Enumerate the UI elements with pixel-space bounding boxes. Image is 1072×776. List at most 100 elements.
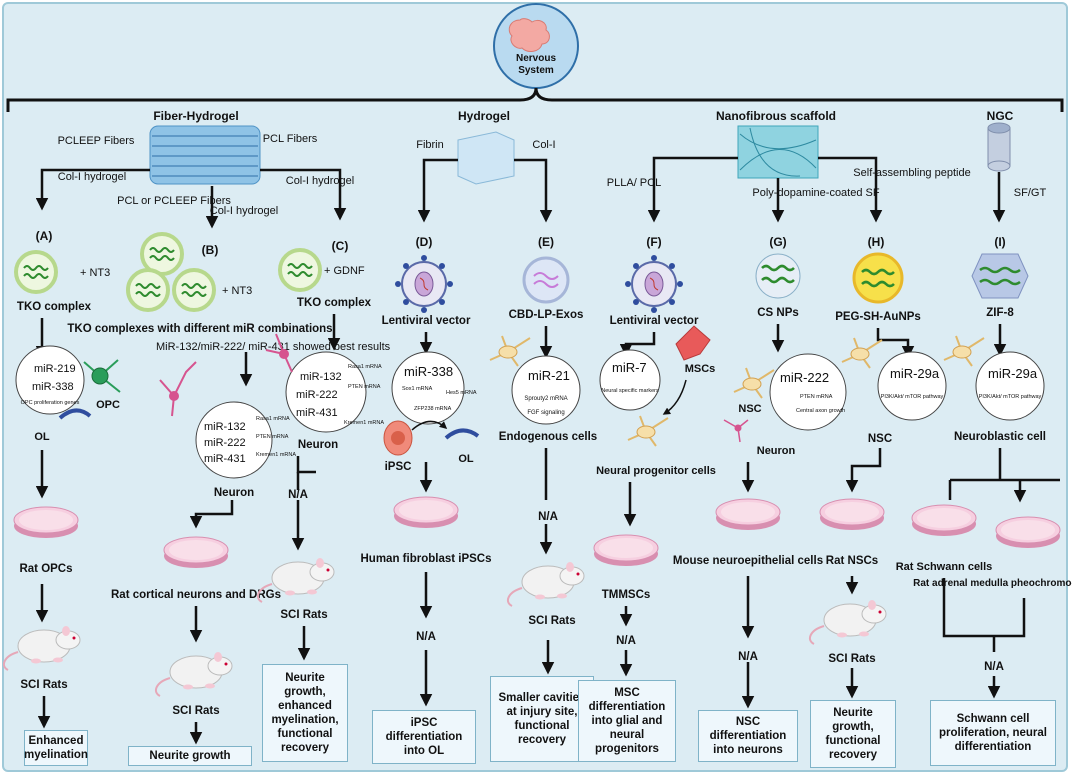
edge-self-assembling: Self-assembling peptide [853, 167, 970, 179]
neuron-icon-b [159, 361, 197, 417]
tko-complex-icon-b2 [126, 268, 170, 312]
nanofibrous-icon [737, 125, 819, 179]
edge-col-i-hydrogel-a: Col-I hydrogel [58, 171, 126, 183]
neuron-icon-c [265, 333, 293, 373]
target-a: OPC proliferation genes [21, 400, 80, 406]
edge-plla-pcl: PLLA/ PCL [607, 177, 661, 189]
ngc-icon [987, 122, 1011, 172]
cell-neuron-c: Neuron [298, 439, 338, 451]
cell-neural-progenitor: Neural progenitor cells [596, 465, 716, 477]
neural-progenitor-icon [627, 415, 669, 447]
mir-e-1: miR-21 [528, 368, 570, 383]
animal-b: SCI Rats [172, 705, 219, 717]
target-g-1: PTEN mRNA [800, 394, 833, 400]
fiber-hydrogel-icon [149, 125, 261, 185]
na-i: N/A [984, 661, 1004, 673]
neuroblastic-cell-icon [943, 335, 985, 367]
rat-icon-b [154, 651, 233, 697]
dish-tmmscs [593, 534, 659, 567]
na-g: N/A [738, 651, 758, 663]
nsc-cell-icon-h [841, 337, 883, 369]
mir-circle-h [877, 351, 947, 421]
mir-b-1: miR-132 [204, 421, 246, 433]
branch-letter-c: (C) [332, 239, 349, 253]
cell-ipsc: iPSC [385, 461, 412, 473]
category-fiber-hydrogel: Fiber-Hydrogel [153, 109, 238, 123]
dish-rat-opcs [13, 506, 79, 539]
addon-b: + NT3 [222, 285, 252, 297]
mir-f-1: miR-7 [612, 360, 647, 375]
cell-neuron-b: Neuron [214, 487, 254, 499]
mir-a-1: miR-219 [34, 363, 76, 375]
carrier-e: CBD-LP-Exos [509, 309, 584, 321]
mir-b-2: miR-222 [204, 437, 246, 449]
edge-poly-dopamine-sf: Poly-dopamine-coated SF [752, 187, 879, 199]
cell-ol-d: OL [458, 453, 474, 465]
target-e-2: FGF signaling [527, 410, 564, 416]
rat-icon-a [2, 625, 82, 671]
animal-e: SCI Rats [528, 615, 575, 627]
tko-complex-icon-b3 [172, 268, 216, 312]
target-g-2: Central axon growth [796, 408, 845, 414]
brain-icon [508, 18, 550, 52]
branch-letter-a: (A) [36, 229, 53, 243]
dish-rat-schwann [911, 504, 977, 537]
addon-c: + GDNF [324, 265, 365, 277]
mir-g-1: miR-222 [780, 370, 829, 385]
lentiviral-vector-icon-f [624, 254, 684, 314]
mir-circle-f [599, 349, 661, 411]
cell-neuron-g: Neuron [757, 445, 796, 457]
msc-cell-icon [675, 325, 711, 361]
carrier-a: TKO complex [17, 301, 92, 313]
model-b-line: Rat cortical neurons and DRGs [111, 589, 281, 601]
na-e: N/A [538, 511, 558, 523]
opc-cell-icon [83, 359, 121, 393]
cs-nps-icon-g [755, 253, 801, 299]
animal-h: SCI Rats [828, 653, 875, 665]
carrier-f: Lentiviral vector [610, 315, 699, 327]
target-b-3: Kremen1 mRNA [256, 452, 296, 458]
cell-nsc-g: NSC [738, 403, 761, 415]
model-i-1: Rat Schwann cells [896, 561, 993, 573]
outcome-c: Neurite growth, enhanced myelination, fu… [262, 664, 348, 762]
mir-i-1: miR-29a [988, 366, 1038, 381]
na-f: N/A [616, 635, 636, 647]
edge-pcl-or-pcleep: PCL or PCLEEP Fibers [117, 195, 231, 207]
mir-c-2: miR-222 [296, 389, 338, 401]
rat-icon-e [506, 561, 585, 607]
rat-icon-h [808, 599, 887, 645]
nsc-cell-icon-g [733, 367, 775, 399]
outcome-i: Schwann cell proliferation, neural diffe… [930, 700, 1056, 766]
branch-letter-e: (E) [538, 235, 554, 249]
cell-opc: OPC [96, 399, 120, 411]
branch-letter-d: (D) [416, 235, 433, 249]
na-d: N/A [416, 631, 436, 643]
outcome-h: Neurite growth, functional recovery [810, 700, 896, 768]
carrier-b: TKO complexes with different miR combina… [67, 323, 332, 335]
exosome-icon-e [522, 256, 570, 304]
dish-rat-cortical [163, 536, 229, 569]
target-f-1: Neural specific markers [601, 388, 659, 394]
mir-circle-a [15, 345, 85, 415]
carrier-g: CS NPs [757, 307, 799, 319]
carrier-c: TKO complex [297, 297, 372, 309]
addon-a: + NT3 [80, 267, 110, 279]
target-d-2: Hes5 mRNA [446, 390, 477, 396]
na-c: N/A [288, 489, 308, 501]
root-label-line1: Nervous [516, 53, 556, 64]
target-h-1: PI3K/Akt/ mTOR pathway [881, 394, 944, 400]
target-b-2: PTEN mRNA [256, 434, 289, 440]
mir-d-1: miR-338 [404, 364, 453, 379]
oligodendrocyte-icon-a [58, 408, 92, 420]
dish-rat-adrenal [995, 516, 1061, 549]
carrier-i: ZIF-8 [986, 307, 1014, 319]
branch-letter-b: (B) [202, 243, 219, 257]
cell-neuroblastic: Neuroblastic cell [954, 431, 1046, 443]
carrier-d: Lentiviral vector [382, 315, 471, 327]
peg-sh-aunps-icon-h [852, 252, 904, 304]
target-d-3: ZFP238 mRNA [414, 406, 452, 412]
target-c-3: Kremen1 mRNA [344, 420, 384, 426]
edge-sf-gt: SF/GT [1014, 187, 1047, 199]
